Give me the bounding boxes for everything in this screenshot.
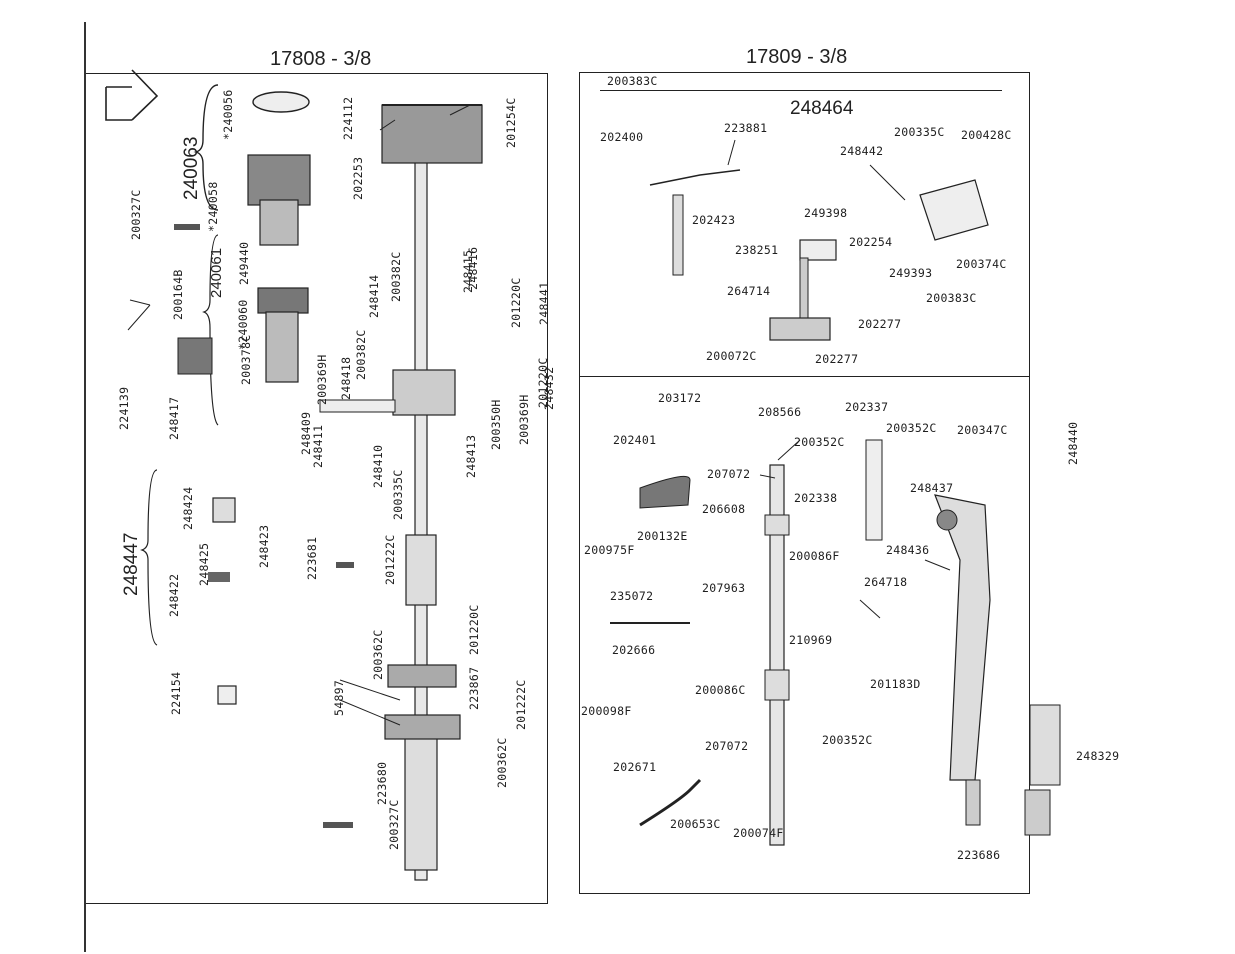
left-part-label: 248415 [461, 249, 475, 293]
left-part-label: 248423 [257, 524, 271, 568]
header-17808: 17808 - 3/8 [270, 48, 372, 70]
right-part-label: 264718 [864, 575, 908, 589]
right-part-label: 203172 [658, 391, 702, 405]
right-part-label: 249393 [889, 266, 933, 280]
right-part-label: 202666 [612, 643, 656, 657]
left-part-label: 200369H [517, 394, 531, 445]
right-part-label: 200347C [957, 423, 1008, 437]
group-248464: 248464 [790, 98, 854, 119]
left-part-label: 248411 [311, 424, 325, 468]
right-part-label: 200383C [926, 291, 977, 305]
right-part-label: 223686 [957, 848, 1001, 862]
right-part-label: 202423 [692, 213, 736, 227]
right-part-label: 200132E [637, 529, 688, 543]
right-part-label: 238251 [735, 243, 779, 257]
left-part-label: *240058 [206, 181, 220, 232]
right-part-label: 202337 [845, 400, 889, 414]
left-part-label: 224139 [117, 386, 131, 430]
left-part-label: 223867 [467, 666, 481, 710]
left-part-label: 248441 [537, 281, 551, 325]
left-part-label: 201220C [509, 277, 523, 328]
right-part-label: 202277 [858, 317, 902, 331]
right-part-label: 200335C [894, 125, 945, 139]
header-17809: 17809 - 3/8 [746, 46, 848, 68]
right-part-label: 223881 [724, 121, 768, 135]
right-part-label: 200352C [886, 421, 937, 435]
left-part-label: 248417 [167, 396, 181, 440]
left-part-label: 224154 [169, 671, 183, 715]
left-part-label: 200382C [389, 251, 403, 302]
right-part-label: 200653C [670, 817, 721, 831]
right-panel-frame [579, 72, 1030, 894]
right-part-label: 248329 [1076, 749, 1120, 763]
left-part-label: 201222C [383, 534, 397, 585]
left-part-label: 249440 [237, 241, 251, 285]
right-part-label: 200374C [956, 257, 1007, 271]
right-part-label: 208566 [758, 405, 802, 419]
left-part-label: 248422 [167, 573, 181, 617]
left-part-label: 200327C [129, 189, 143, 240]
right-part-label: 200352C [794, 435, 845, 449]
right-top-rule [600, 90, 1002, 91]
left-part-label: 248413 [464, 434, 478, 478]
right-part-label: 200086C [695, 683, 746, 697]
right-panel-divider [579, 376, 1029, 377]
left-part-label: 248414 [367, 274, 381, 318]
right-part-label: 207963 [702, 581, 746, 595]
left-panel-frame [86, 73, 548, 904]
left-part-label: 201220C [467, 604, 481, 655]
left-part-label: 200362C [371, 629, 385, 680]
right-part-label: 248442 [840, 144, 884, 158]
right-part-label: 200975F [584, 543, 635, 557]
left-part-label: 223681 [305, 536, 319, 580]
right-part-label: 202277 [815, 352, 859, 366]
right-part-label: 207072 [707, 467, 751, 481]
right-part-label: 201183D [870, 677, 921, 691]
right-part-label: 210969 [789, 633, 833, 647]
right-part-label: 202671 [613, 760, 657, 774]
left-part-label: 200350H [489, 399, 503, 450]
right-part-label: 207072 [705, 739, 749, 753]
right-part-label: 200098F [581, 704, 632, 718]
right-part-label: 249398 [804, 206, 848, 220]
left-part-label: 201254C [504, 97, 518, 148]
left-part-label: 200378C [239, 334, 253, 385]
right-part-label: 248437 [910, 481, 954, 495]
right-part-label: 200352C [822, 733, 873, 747]
right-side-part-label: 248440 [1066, 421, 1080, 465]
left-part-label: 248432 [542, 366, 556, 410]
page-edge-line [84, 22, 86, 952]
right-part-label: 200383C [607, 74, 658, 88]
left-part-label: *240056 [221, 89, 235, 140]
left-part-label: 248410 [371, 444, 385, 488]
right-part-label: 200086F [789, 549, 840, 563]
left-part-label: 200382C [354, 329, 368, 380]
right-part-label: 264714 [727, 284, 771, 298]
right-part-label: 206608 [702, 502, 746, 516]
left-part-label: 202253 [351, 156, 365, 200]
right-part-label: 200072C [706, 349, 757, 363]
right-part-label: 202400 [600, 130, 644, 144]
left-part-label: 224112 [341, 96, 355, 140]
left-part-label: 200369H [315, 354, 329, 405]
right-part-label: 202338 [794, 491, 838, 505]
right-part-label: 202254 [849, 235, 893, 249]
left-part-label: 200335C [391, 469, 405, 520]
right-part-label: 235072 [610, 589, 654, 603]
left-part-label: 200164B [171, 269, 185, 320]
left-part-label: 248425 [197, 542, 211, 586]
right-part-label: 200074F [733, 826, 784, 840]
left-part-label: 200362C [495, 737, 509, 788]
right-part-label: 248436 [886, 543, 930, 557]
left-part-label: 54897 [332, 679, 346, 716]
left-part-label: 201222C [514, 679, 528, 730]
left-part-label: 248418 [339, 356, 353, 400]
right-part-label: 202401 [613, 433, 657, 447]
right-part-label: 200428C [961, 128, 1012, 142]
left-part-label: 248424 [181, 486, 195, 530]
left-part-label: 200327C [387, 799, 401, 850]
